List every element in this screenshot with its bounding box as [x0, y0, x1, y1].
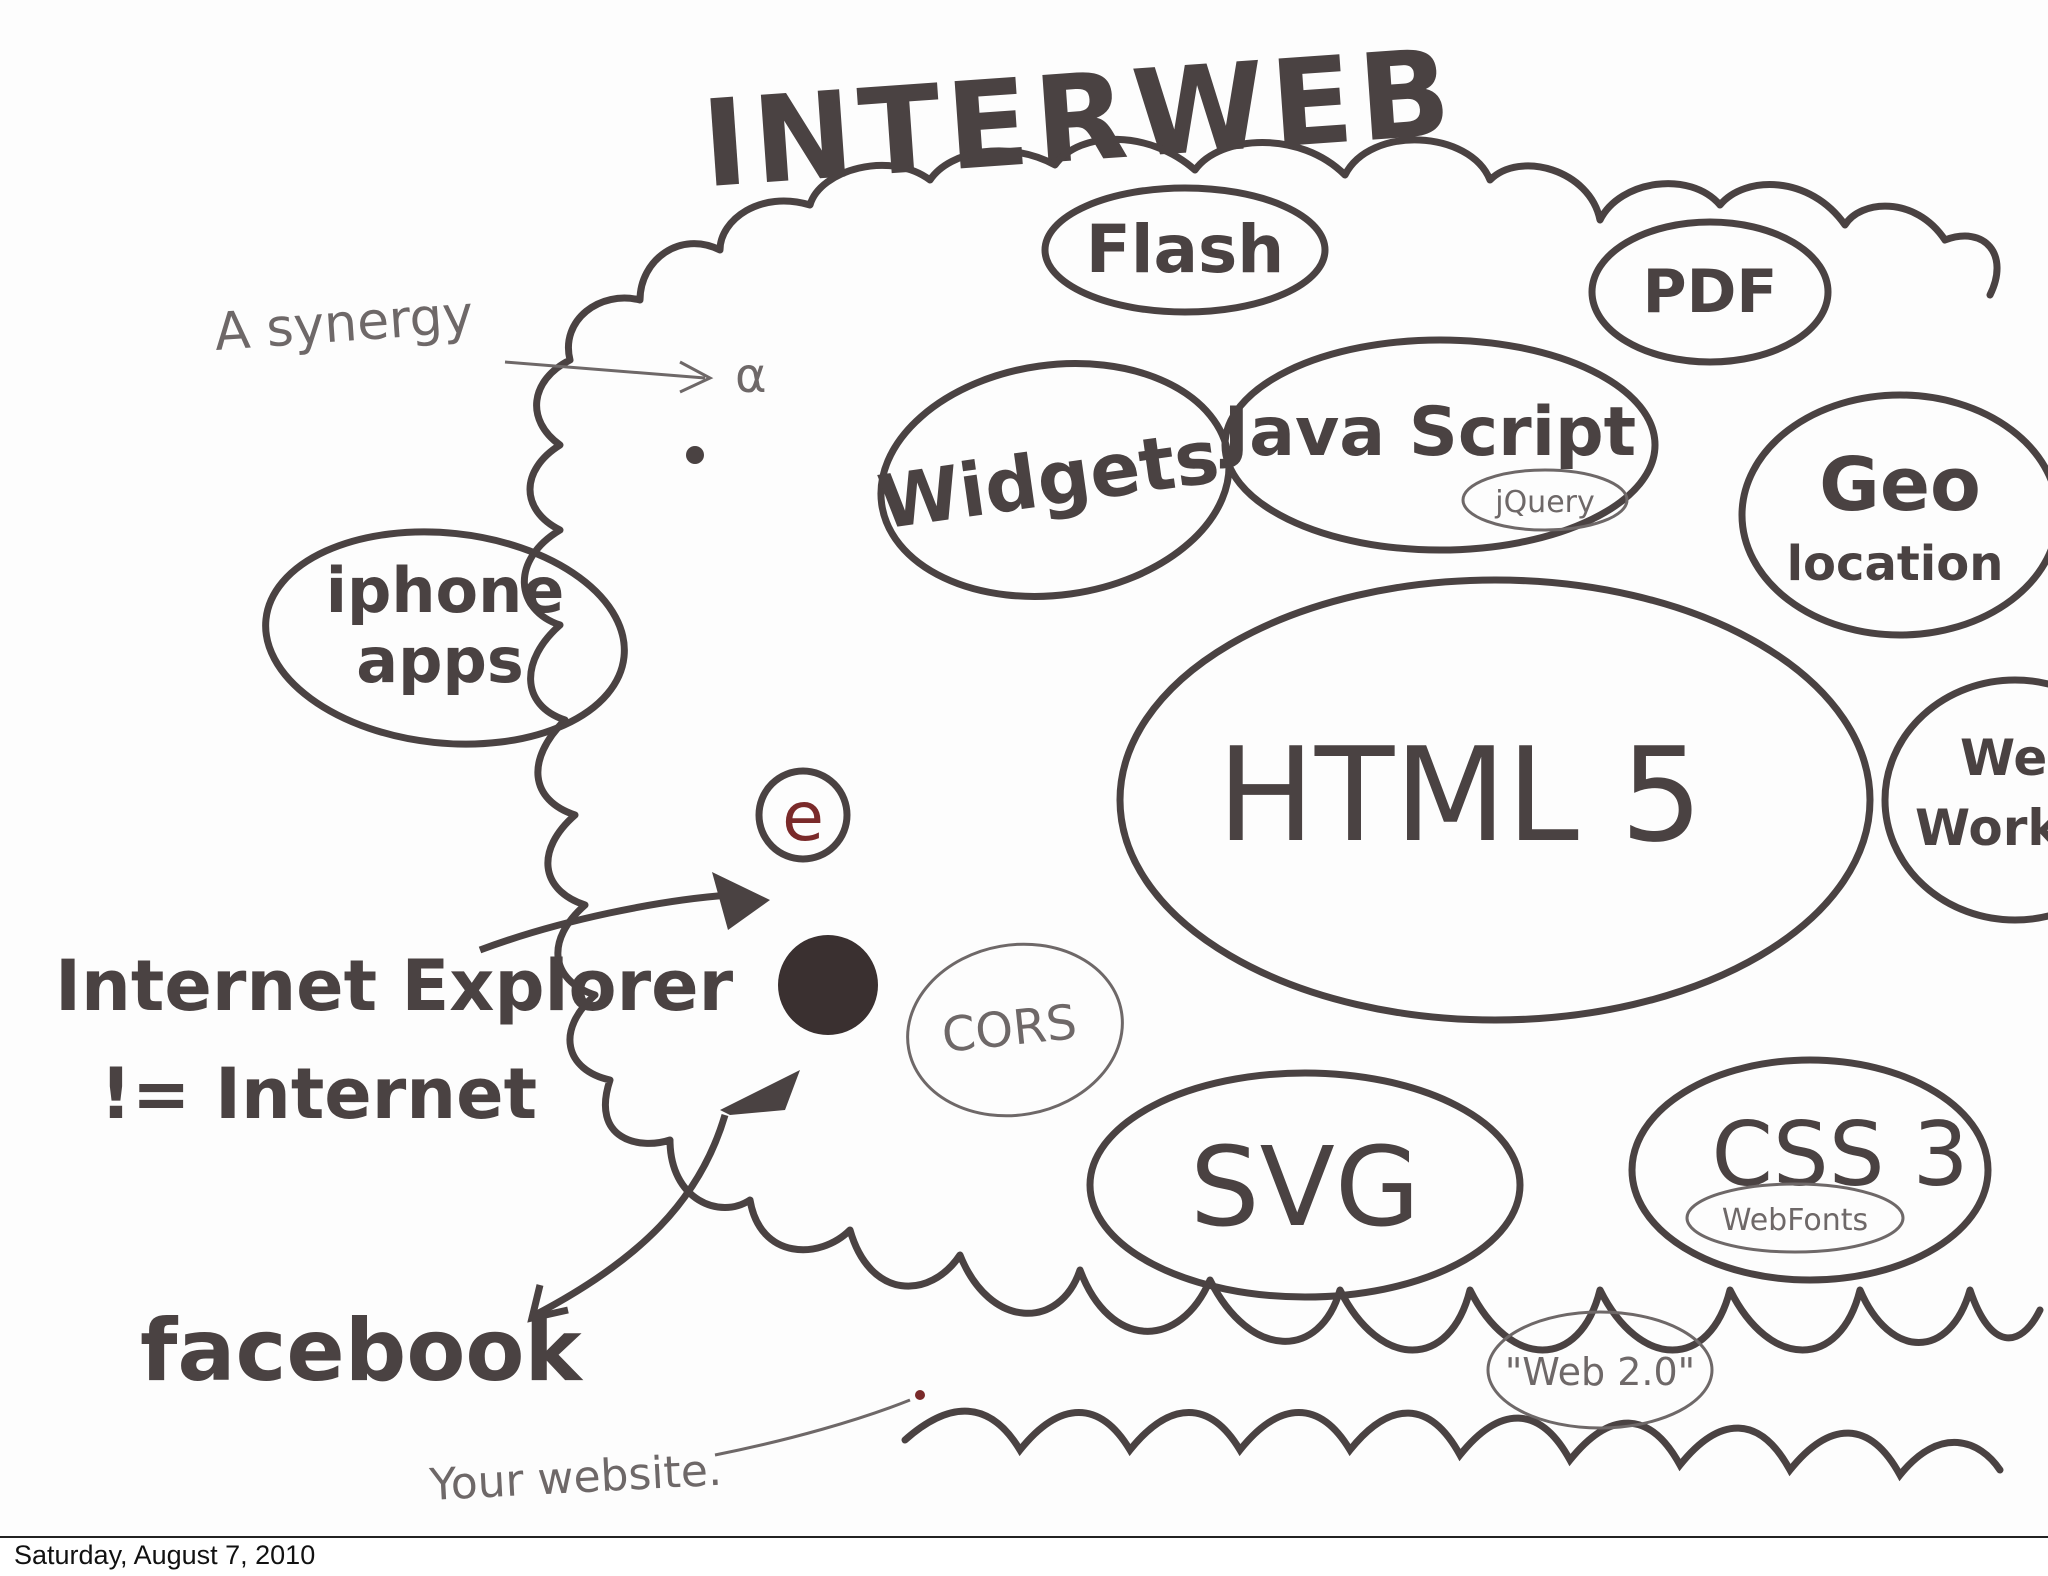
flash-label: Flash — [1086, 211, 1285, 288]
your-website-dot — [915, 1390, 925, 1400]
pdf-label: PDF — [1643, 257, 1778, 327]
facebook-arrowhead — [720, 1070, 800, 1115]
cors-label: CORS — [939, 994, 1079, 1064]
geo-label-line1: Geo — [1819, 442, 1981, 528]
synergy-label: A synergy — [212, 285, 475, 363]
cloud-node-dot — [686, 446, 704, 464]
bubble-jquery — [1461, 468, 1629, 532]
bubble-flash: Flash — [1041, 184, 1329, 316]
your-website-line — [714, 1398, 911, 1457]
facebook-arrow — [533, 1114, 729, 1319]
alpha-symbol: α — [735, 348, 767, 404]
web-workers-line2: Workers — [1915, 799, 2048, 857]
web-workers-line1: Web — [1960, 729, 2048, 787]
bubble-html5: HTML 5 — [1116, 576, 1874, 1024]
slide-date-footer: Saturday, August 7, 2010 — [14, 1540, 316, 1570]
web20-label: "Web 2.0" — [1505, 1350, 1695, 1394]
bubble-web-workers: Web Workers — [1881, 676, 2048, 924]
iphone-label-line2: apps — [356, 624, 524, 697]
javascript-label: Java Script — [1220, 393, 1636, 472]
webfonts-label: WebFonts — [1722, 1203, 1868, 1238]
bubble-iphone-apps: iphone apps — [262, 528, 628, 748]
jquery-label: jQuery — [1494, 485, 1595, 520]
iphone-label-line1: iphone — [326, 554, 565, 627]
bubble-cors: CORS — [906, 942, 1124, 1118]
bubble-pdf: PDF — [1588, 218, 1832, 366]
synergy-arrow — [504, 360, 706, 380]
facebook-dot — [778, 935, 878, 1035]
ie-logo-letter: e — [782, 778, 824, 857]
interweb-diagram: INTERWEB Flash PDF Widgets Java Script j… — [55, 24, 2048, 1511]
bubble-geolocation: Geo location — [1738, 391, 2048, 639]
facebook-label: facebook — [140, 1301, 583, 1401]
ie-arrow — [478, 891, 731, 954]
widgets-label: Widgets — [873, 414, 1224, 547]
facebook-arrow-tip — [527, 1284, 569, 1323]
html5-label: HTML 5 — [1217, 719, 1703, 871]
geo-label-line2: location — [1787, 536, 2004, 592]
cloud-bottom-waves — [901, 1407, 2004, 1482]
bubble-widgets: Widgets — [873, 360, 1233, 600]
svg-label: SVG — [1190, 1123, 1420, 1251]
bubble-web20: "Web 2.0" — [1486, 1310, 1714, 1430]
bubble-svg: SVG — [1086, 1069, 1524, 1301]
your-website-label: Your website. — [427, 1445, 723, 1511]
ie-label-line2: != Internet — [100, 1053, 537, 1135]
diagram-title: INTERWEB — [698, 24, 1461, 215]
bubble-javascript: Java Script jQuery — [1220, 336, 1659, 554]
ie-arrowhead — [712, 872, 770, 930]
css3-label: CSS 3 — [1711, 1103, 1968, 1206]
cloud-outline — [520, 135, 2044, 1354]
bubble-webfonts — [1685, 1182, 1905, 1254]
ie-logo: e — [755, 767, 851, 863]
slide: INTERWEB Flash PDF Widgets Java Script j… — [0, 23, 2048, 1538]
bubble-css3: CSS 3 WebFonts — [1628, 1056, 1992, 1284]
synergy-arrowhead — [679, 360, 714, 394]
ie-label-line1: Internet Explorer — [55, 945, 734, 1027]
